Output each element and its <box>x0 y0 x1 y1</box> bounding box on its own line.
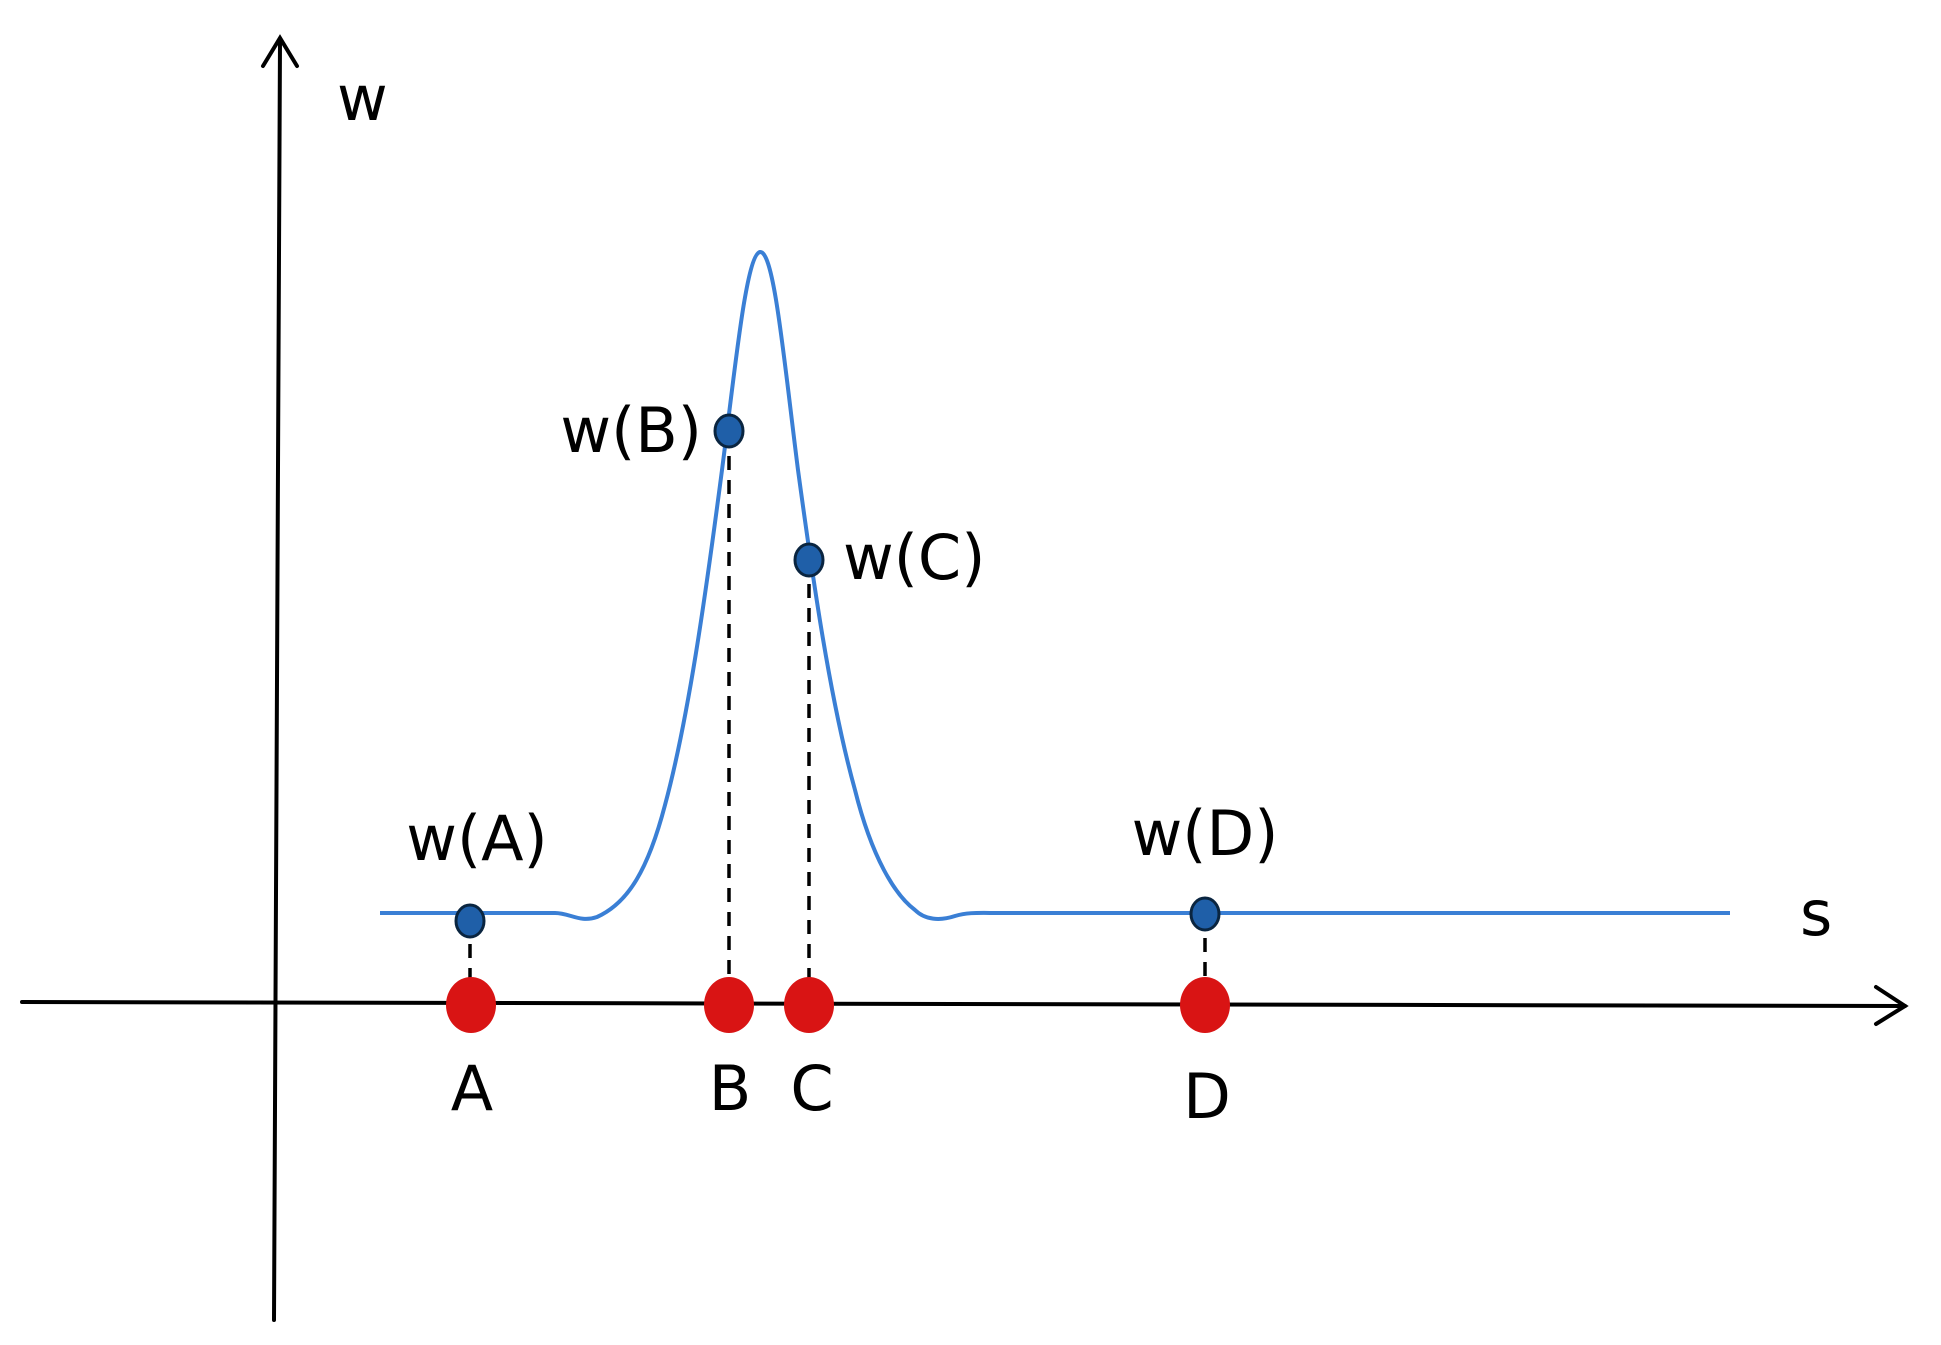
point-label-b: B <box>709 1052 752 1125</box>
point-label-d: D <box>1183 1060 1231 1133</box>
y-axis-label: w <box>337 62 388 135</box>
sample-point-a <box>454 903 486 939</box>
axis-point-d <box>1180 977 1230 1033</box>
axis-points <box>446 977 1230 1033</box>
sample-points <box>454 413 1221 939</box>
x-axis-arrowhead <box>1874 985 1909 1026</box>
axes <box>20 34 1909 1322</box>
value-label-b: w(B) <box>560 394 702 467</box>
sample-point-b <box>713 413 745 449</box>
x-axis <box>20 1000 1907 1008</box>
x-axis-label: s <box>1800 877 1832 950</box>
axis-point-a <box>446 977 496 1033</box>
axis-point-c <box>784 977 834 1033</box>
y-axis <box>272 38 282 1322</box>
value-label-d: w(D) <box>1132 797 1279 870</box>
y-axis-arrowhead <box>261 34 299 68</box>
value-label-c: w(C) <box>843 521 985 594</box>
axis-point-b <box>704 977 754 1033</box>
point-label-a: A <box>451 1052 493 1125</box>
weight-curve <box>380 250 1730 921</box>
point-label-c: C <box>790 1052 833 1125</box>
value-label-a: w(A) <box>406 802 548 875</box>
sample-point-d <box>1189 896 1221 932</box>
sample-point-c <box>793 542 825 578</box>
